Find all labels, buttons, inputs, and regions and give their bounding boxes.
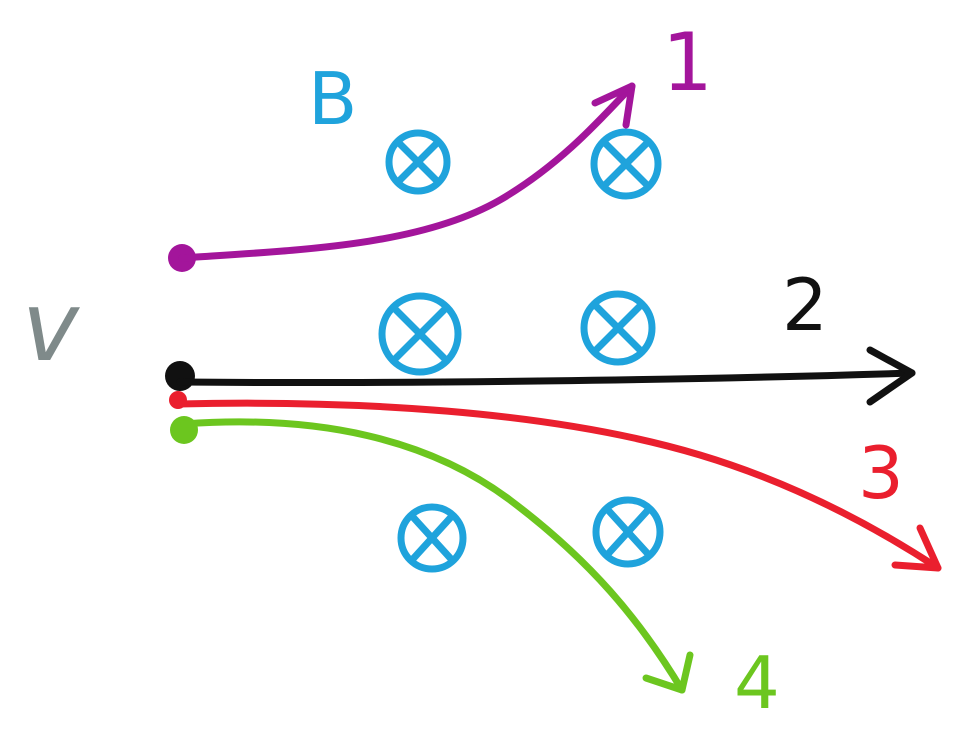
velocity-label: v xyxy=(22,271,80,383)
field-into-page-icon xyxy=(592,496,664,568)
path-1-label: 1 xyxy=(662,16,713,109)
path-1: 1 xyxy=(168,16,713,272)
path-2-label: 2 xyxy=(782,263,828,347)
path-1-trajectory xyxy=(178,82,636,262)
path-4-trajectory xyxy=(180,418,686,694)
path-4-label: 4 xyxy=(734,641,780,725)
path-2-arrowhead xyxy=(866,346,916,406)
path-3: 3 xyxy=(169,391,942,572)
path-1-arrowhead xyxy=(591,82,636,129)
path-3-label: 3 xyxy=(858,431,904,515)
path-3-arrowhead xyxy=(891,524,942,572)
field-into-page-icon xyxy=(590,128,662,200)
field-into-page-icon xyxy=(385,129,451,195)
particle-2-start xyxy=(165,361,195,391)
field-symbols xyxy=(378,128,664,573)
path-3-trajectory xyxy=(174,399,942,572)
field-into-page-icon xyxy=(378,292,462,376)
path-2-trajectory xyxy=(176,369,916,387)
path-4-arrowhead xyxy=(642,651,694,694)
field-into-page-icon xyxy=(397,503,467,573)
field-label: B xyxy=(308,57,357,141)
path-2: 2 xyxy=(165,263,916,406)
path-4: 4 xyxy=(170,416,780,725)
field-into-page-icon xyxy=(580,290,656,366)
